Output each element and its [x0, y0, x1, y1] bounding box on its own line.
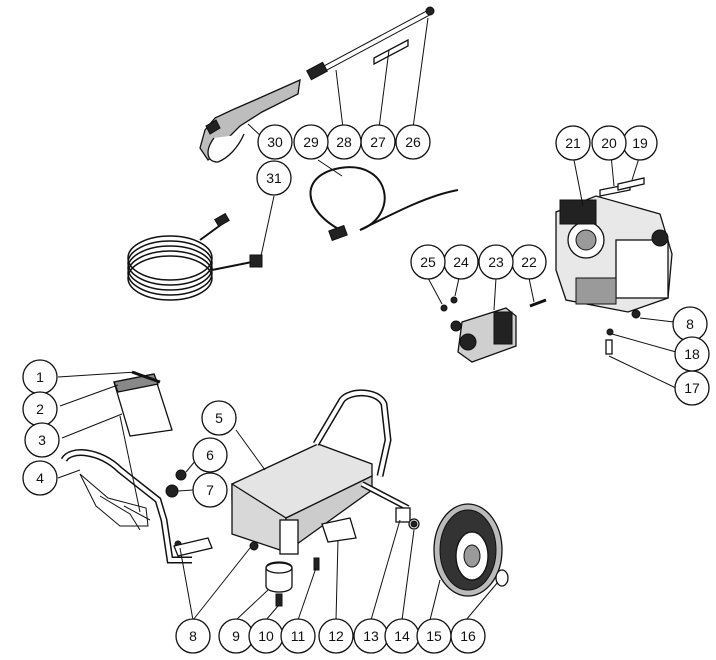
- svg-text:15: 15: [426, 628, 442, 644]
- garden-hose-illustration: [309, 159, 459, 242]
- callout-16: 16: [450, 618, 486, 654]
- callout-14: 14: [384, 618, 420, 654]
- spray-gun-and-wand-illustration: [199, 6, 435, 163]
- svg-text:8: 8: [686, 316, 694, 332]
- callouts: 1 2 3 4 5 6 7 8 8 9 10 11 12 13 14 15 16…: [22, 124, 710, 654]
- engine-illustration: [555, 154, 677, 389]
- callout-2: 2: [22, 391, 58, 427]
- cart-base-illustration: [179, 389, 499, 621]
- frame-handle-illustration: [57, 370, 213, 564]
- svg-text:16: 16: [460, 628, 476, 644]
- svg-text:6: 6: [206, 447, 214, 463]
- callout-19: 19: [622, 125, 658, 161]
- svg-text:22: 22: [521, 254, 537, 270]
- svg-text:28: 28: [336, 134, 352, 150]
- callout-21: 21: [555, 125, 591, 161]
- svg-text:13: 13: [363, 628, 379, 644]
- callout-6: 6: [192, 437, 228, 473]
- callout-22: 22: [511, 244, 547, 280]
- svg-text:19: 19: [632, 135, 648, 151]
- svg-text:10: 10: [258, 628, 274, 644]
- svg-text:24: 24: [453, 254, 469, 270]
- callout-20: 20: [591, 125, 627, 161]
- svg-text:1: 1: [36, 369, 44, 385]
- callout-15: 15: [416, 618, 452, 654]
- svg-text:27: 27: [370, 134, 386, 150]
- svg-text:25: 25: [420, 254, 436, 270]
- wheel-illustration: [433, 503, 509, 597]
- callout-12: 12: [318, 618, 354, 654]
- high-pressure-hose-illustration: [127, 195, 275, 301]
- callout-24: 24: [443, 244, 479, 280]
- callout-5: 5: [201, 400, 237, 436]
- callout-23: 23: [478, 244, 514, 280]
- svg-text:14: 14: [394, 628, 410, 644]
- callout-8-lower: 8: [175, 618, 211, 654]
- callout-17: 17: [674, 370, 710, 406]
- callout-25: 25: [410, 244, 446, 280]
- callout-28: 28: [326, 124, 362, 160]
- callout-26: 26: [395, 124, 431, 160]
- svg-text:11: 11: [291, 628, 306, 644]
- svg-text:30: 30: [267, 134, 283, 150]
- svg-text:5: 5: [215, 410, 223, 426]
- callout-27: 27: [360, 124, 396, 160]
- callout-4: 4: [22, 460, 58, 496]
- callout-1: 1: [22, 359, 58, 395]
- svg-text:26: 26: [405, 134, 421, 150]
- svg-text:3: 3: [38, 432, 46, 448]
- svg-text:8: 8: [189, 628, 197, 644]
- callout-11: 11: [280, 618, 316, 654]
- svg-text:12: 12: [328, 628, 344, 644]
- callout-18: 18: [674, 336, 710, 372]
- svg-text:2: 2: [36, 401, 44, 417]
- callout-3: 3: [24, 422, 60, 458]
- pump-illustration: [427, 277, 547, 363]
- svg-text:7: 7: [206, 482, 214, 498]
- svg-text:29: 29: [303, 134, 319, 150]
- svg-text:18: 18: [684, 346, 700, 362]
- callout-10: 10: [248, 618, 284, 654]
- callout-13: 13: [353, 618, 389, 654]
- svg-text:21: 21: [565, 135, 581, 151]
- svg-text:17: 17: [684, 380, 700, 396]
- svg-text:23: 23: [488, 254, 504, 270]
- svg-text:31: 31: [266, 170, 282, 186]
- svg-text:4: 4: [36, 470, 44, 486]
- callout-30: 30: [257, 124, 293, 160]
- callout-29: 29: [293, 124, 329, 160]
- callout-7: 7: [192, 472, 228, 508]
- svg-text:20: 20: [601, 135, 617, 151]
- callout-9: 9: [218, 618, 254, 654]
- callout-8-engine: 8: [672, 306, 708, 342]
- svg-text:9: 9: [232, 628, 240, 644]
- callout-31: 31: [256, 160, 292, 196]
